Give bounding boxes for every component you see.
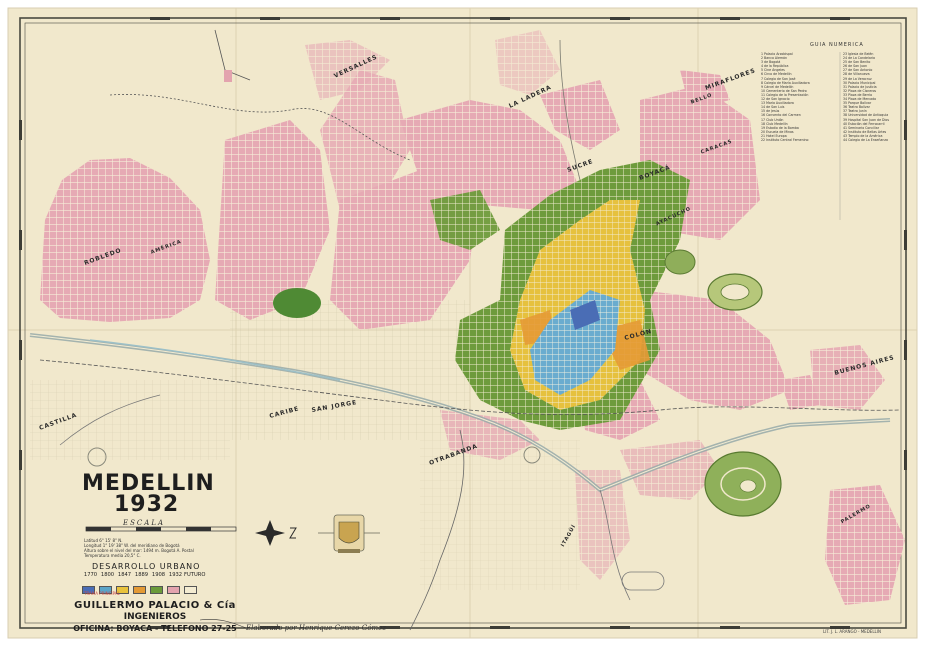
guide-entry: 35 Parque Bolívar <box>843 101 872 106</box>
scale-label: ESCALA <box>123 519 166 527</box>
coordinate-line: Altura sobre el nivel del mar: 1494 m. B… <box>84 548 194 553</box>
guide-entry: 2 Banco Alemán <box>761 56 788 61</box>
guide-entry: 38 Universidad de Antioquia <box>843 113 889 118</box>
guide-entry: 16 Convento del Carmen <box>761 113 801 118</box>
guide-entry: 34 Plaza de Mercado <box>843 97 877 102</box>
guide-entry: 28 de Villanueva <box>843 72 870 77</box>
guide-entry: 25 de San Benito <box>843 60 871 65</box>
coordinate-line: Latitud 6° 15' 8" N. <box>84 538 123 543</box>
guide-entry: 33 Plaza de Berrío <box>843 92 873 97</box>
legend-year: FUTURO <box>184 572 206 578</box>
guide-entry: 5 Cine Ángeles <box>761 68 785 73</box>
legend-swatch <box>167 586 180 594</box>
legend-swatch <box>99 586 112 594</box>
guide-entry: 26 de San Juan <box>843 64 868 69</box>
guide-entry: 4 de la República <box>761 64 789 69</box>
guide-entry: 21 Hotel Europa <box>761 133 787 138</box>
legend-swatch <box>116 586 129 594</box>
legend-trama: TRAMA PRINCIPAL <box>84 591 120 596</box>
guide-entry: 27 de San Antonio <box>843 68 873 73</box>
legend-year: 1800 <box>100 572 115 578</box>
guide-entry: 1 Palacio Arzobispal <box>761 52 793 56</box>
guide-entry: 32 Plaza de Cisneros <box>843 88 877 93</box>
guide-entry: 30 Palacio Municipal <box>843 80 876 85</box>
guide-entry: 44 Colegio de La Enseñanza <box>843 137 888 142</box>
firm-name: GUILLERMO PALACIO & Cía <box>74 600 236 611</box>
guide-entry: 22 Instituto Central Femenino <box>761 137 809 142</box>
legend-title: DESARROLLO URBANO <box>92 562 201 571</box>
map-year: 1932 <box>114 492 180 517</box>
guide-entry: 36 Teatro Bolívar <box>843 105 870 110</box>
guide-entry: 18 Club Medellín <box>761 121 788 126</box>
border-ornaments <box>19 17 907 629</box>
coordinate-line: Longitud 1° 19' 38" W. del meridiano de … <box>84 543 180 548</box>
coat-of-arms-icon <box>318 514 380 553</box>
guide-entry: 24 de La Candelaria <box>843 56 875 61</box>
firm-block: GUILLERMO PALACIO & Cía INGENIEROS OFICI… <box>70 600 240 633</box>
guide-entry: 3 de Bogotá <box>761 60 781 65</box>
guide-entry: 29 de La Veracruz <box>843 76 872 81</box>
guide-entry: 9 Cárcel de Medellín <box>761 84 794 89</box>
guide-title: GUIA NUMERICA <box>810 42 864 48</box>
guide-entry: 11 Colegio de la Presentación <box>761 92 809 97</box>
guide-entry: 14 de San Luis <box>761 105 785 110</box>
guide-entry: 15 de Jesús <box>761 109 780 114</box>
guide-entry: 23 Iglesia de Belén <box>843 52 874 56</box>
guide-entry: 10 Cementerio de San Pedro <box>761 88 807 93</box>
scale-bar <box>85 526 237 532</box>
legend-swatch <box>82 586 95 594</box>
guide-entry: 12 de San Ignacio <box>761 97 790 102</box>
legend-year: 1847 <box>117 572 132 578</box>
guide-entry: 8 Colegio de María Auxiliadora <box>761 80 810 85</box>
guide-entry: 7 Colegio de San José <box>761 76 796 81</box>
north-arrow-icon <box>255 520 297 546</box>
guide-entry: 42 Instituto de Bellas Artes <box>843 129 887 134</box>
coordinate-line: Temperatura media 20,5° C. <box>84 553 141 558</box>
legend-swatch <box>184 586 197 594</box>
guide-entry: 39 Hospital San Juan de Dios <box>843 117 889 122</box>
legend-swatch <box>133 586 146 594</box>
guide-entry: 20 Escuela de Minas <box>761 129 794 134</box>
guide-entry: 41 Seminario Conciliar <box>843 125 880 130</box>
legend-year: 1908 <box>151 572 166 578</box>
signature: Elaborado por Henrique Cerezo Gómez <box>246 624 387 632</box>
guide-entry: 37 Teatro Junín <box>843 109 867 114</box>
legend-year: 1889 <box>134 572 149 578</box>
firm-office: OFICINA: BOYACA - TELEFONO 27-25 <box>73 624 237 633</box>
lithographer: LIT. J. L. ARANGO - MEDELLIN <box>823 629 881 634</box>
guide-entry: 43 Templo de la América <box>843 133 883 138</box>
hill-park <box>273 288 321 318</box>
legend-swatch <box>150 586 163 594</box>
guide-entry: 19 Estadio de la Bomba <box>761 125 799 130</box>
guide-entry: 6 Circo de Medellín <box>761 72 792 77</box>
coordinates-block: Latitud 6° 15' 8" N. Longitud 1° 19' 38"… <box>84 538 234 558</box>
guide-entry: 31 Palacio de Justicia <box>843 84 877 89</box>
guide-entry: 17 Club Unión <box>761 117 784 122</box>
legend-year: 1770 <box>83 572 98 578</box>
legend-year: 1932 <box>168 572 183 578</box>
map-title: MEDELLIN <box>82 471 215 496</box>
firm-role: INGENIEROS <box>123 612 187 622</box>
legend-swatches <box>82 579 201 598</box>
guide-entry: 40 Estación del Ferrocarril <box>843 121 885 126</box>
guide-entry: 13 María Auxiliadora <box>761 101 794 106</box>
